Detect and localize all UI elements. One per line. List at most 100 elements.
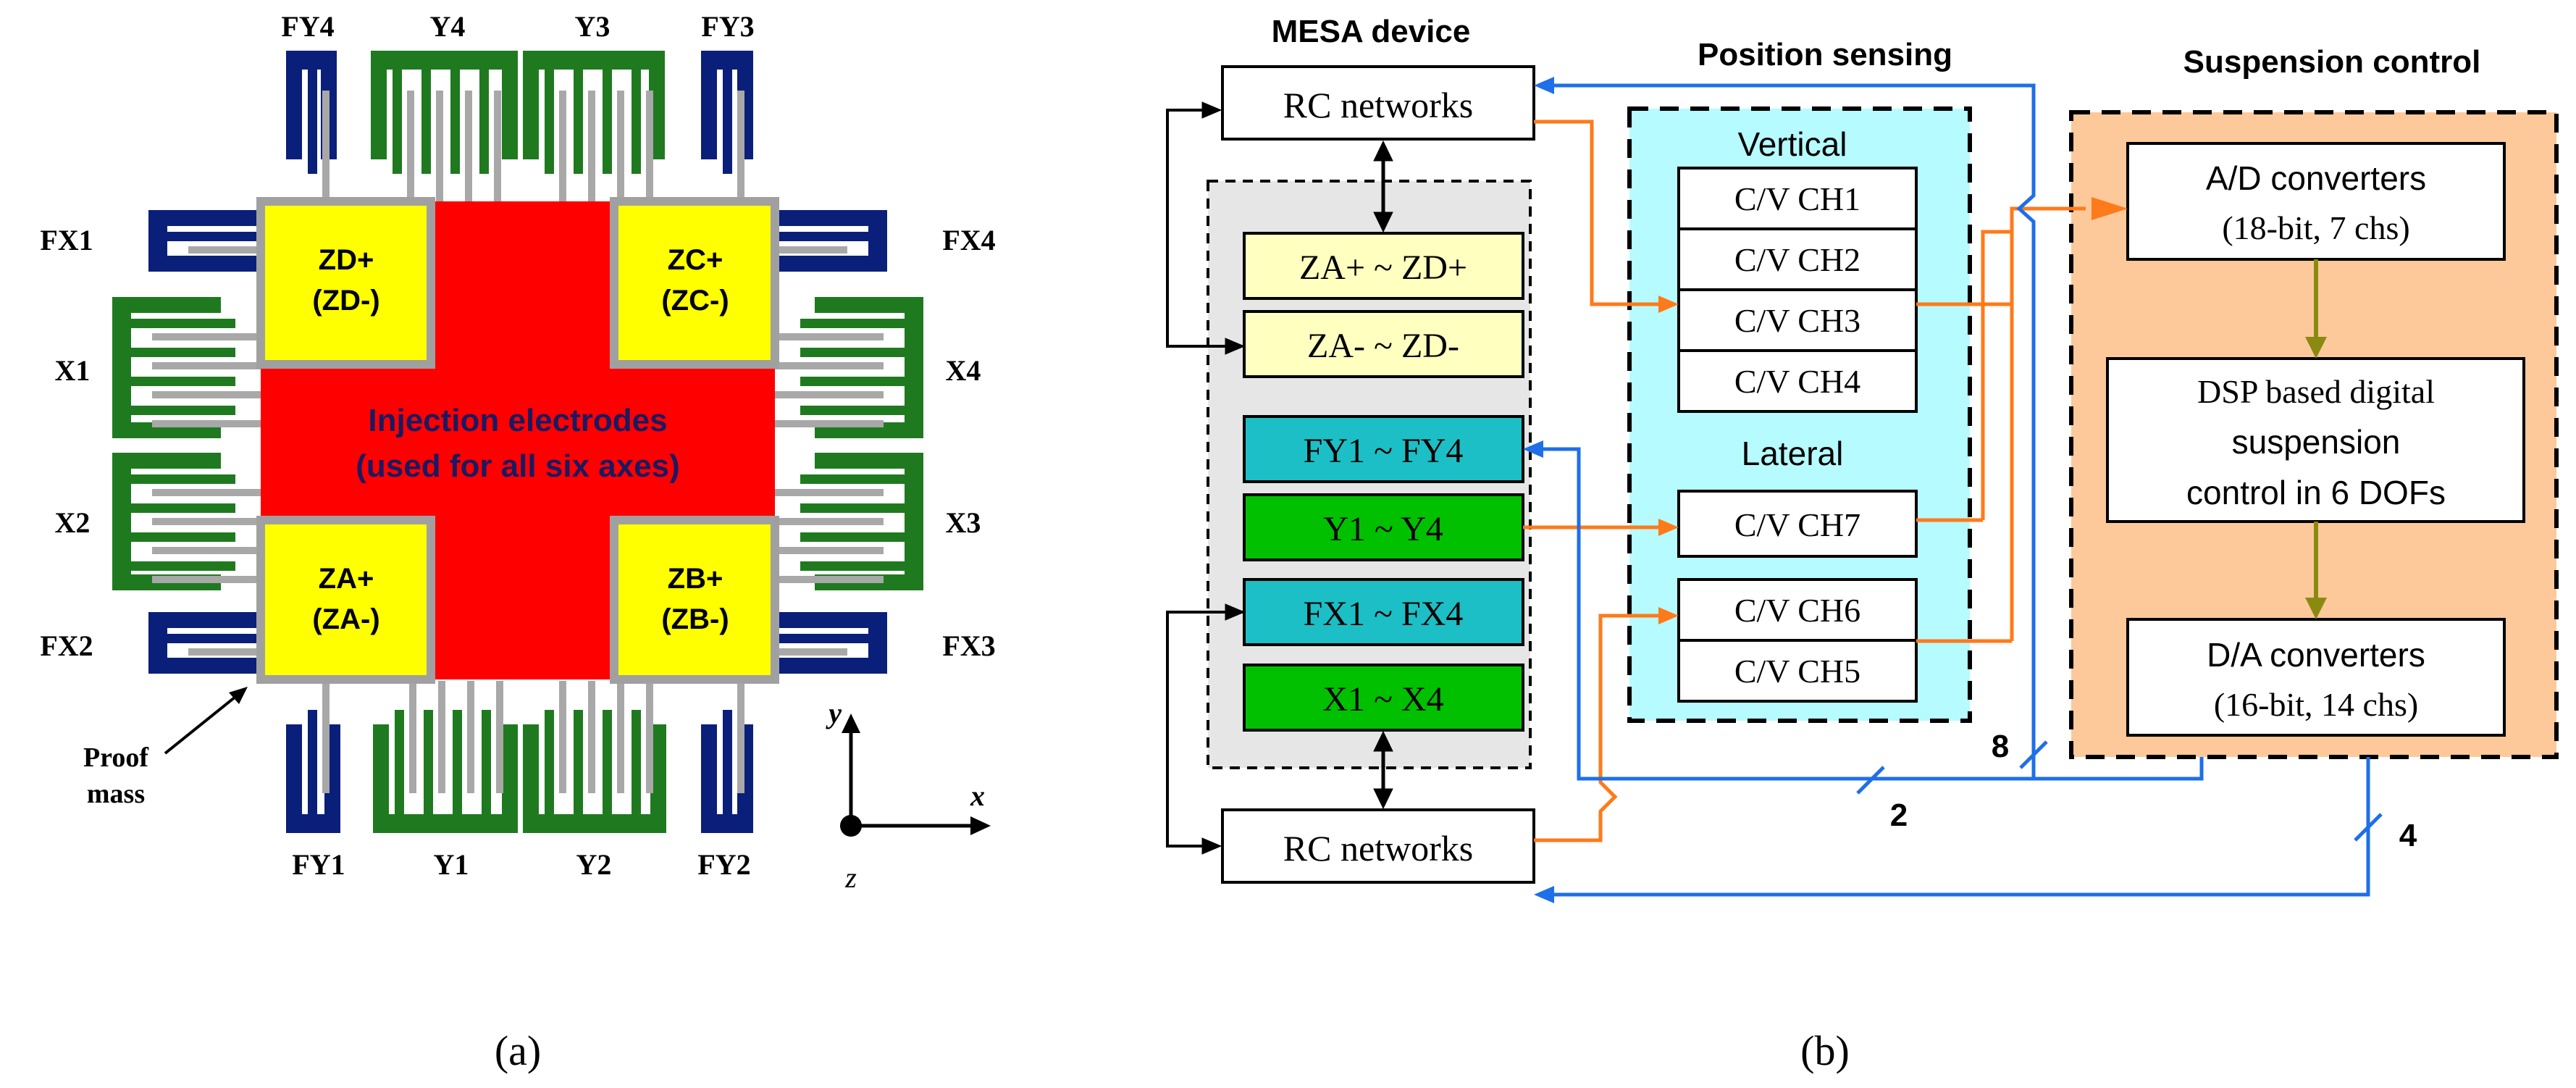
y3-comb-finger	[632, 65, 641, 174]
fx4-comb-side-b	[779, 256, 887, 272]
dsp-box	[2106, 357, 2525, 523]
y4-comb-mass-finger	[436, 91, 443, 221]
rc-networks-bottom-label: RC networks	[1283, 828, 1474, 869]
electrode-box-fx	[1243, 578, 1524, 646]
fx3-comb-side-t	[779, 612, 887, 628]
y4-comb-side-r	[502, 51, 518, 159]
x-axis-label: x	[970, 779, 985, 812]
label-fy2: FY2	[697, 848, 750, 881]
caption-b: (b)	[1800, 1027, 1850, 1074]
x4-comb-mass-finger	[775, 420, 884, 427]
rc-networks-top-label: RC networks	[1283, 85, 1474, 125]
y1-comb-mass-finger	[467, 681, 474, 793]
x2-comb-mass-finger	[152, 547, 261, 554]
y1-comb-side-r	[502, 724, 518, 833]
x1-comb-finger	[127, 319, 235, 328]
electrode-box-x	[1243, 664, 1524, 732]
y2-comb-side-r	[650, 724, 666, 833]
cv-ch6-label: C/V CH6	[1734, 592, 1860, 629]
y3-comb-bar	[523, 51, 665, 70]
label-y3: Y3	[575, 10, 611, 43]
fy3-comb-finger	[723, 65, 732, 174]
adc-label-2: (18-bit, 7 chs)	[2222, 209, 2409, 246]
y2-comb-bar	[523, 814, 666, 833]
x4-comb-finger	[800, 377, 909, 386]
y1-comb-side-l	[373, 724, 389, 833]
x3-comb-finger	[800, 474, 909, 484]
label-fx4: FX4	[942, 224, 995, 256]
label-fx1: FX1	[40, 224, 93, 256]
electrode-label-za-minus: ZA- ~ ZD-	[1307, 327, 1459, 365]
y2-comb-mass-finger	[559, 681, 566, 793]
x2-comb-finger	[127, 561, 235, 571]
x1-comb-finger	[127, 377, 235, 386]
x2-comb-finger	[127, 532, 235, 542]
x1-comb-mass-finger	[152, 362, 261, 369]
suspension-control-title: Suspension control	[2183, 44, 2481, 80]
fy3-comb-side-l	[701, 51, 717, 159]
fx2-comb-finger	[163, 634, 272, 643]
label-x2: X2	[55, 506, 91, 539]
x4-comb-mass-finger	[775, 333, 884, 340]
vertical-channel-boxes: C/V CH1 C/V CH2 C/V CH3 C/V CH4	[1677, 167, 1918, 413]
x3-comb-finger	[800, 503, 909, 513]
cv-ch1-box	[1677, 167, 1918, 230]
dsp-label-3: control in 6 DOFs	[2186, 474, 2446, 511]
pad-zc-label-1: ZC+	[668, 244, 723, 276]
y2-comb-finger	[574, 710, 583, 819]
blue-arrowheads	[1523, 77, 1554, 903]
y3-comb-finger	[603, 65, 612, 174]
fy3-comb-mass-finger	[737, 91, 744, 221]
proof-mass-arrowhead	[229, 687, 248, 704]
pad-zc: ZC+ (ZC-)	[610, 197, 779, 369]
cv-ch4-box	[1677, 349, 1918, 413]
fx3-comb-finger	[764, 634, 873, 643]
rc-networks-top	[1221, 65, 1535, 141]
y2-comb-finger	[632, 710, 641, 819]
fy2-comb-side-l	[701, 724, 717, 833]
x3-comb-mass-finger	[775, 489, 884, 496]
fx4-comb-mass-finger	[775, 246, 847, 254]
pad-zd-label-2: (ZD-)	[312, 285, 379, 317]
y4-comb-finger	[393, 65, 402, 174]
cv-ch1-label: C/V CH1	[1734, 180, 1860, 217]
fx2-comb-mass-finger	[188, 648, 261, 656]
label-x3: X3	[946, 506, 981, 539]
mesa-black-connectors	[1166, 101, 1393, 855]
electrode-label-fy: FY1 ~ FY4	[1304, 432, 1464, 470]
cv-ch5-label: C/V CH5	[1734, 653, 1860, 690]
x3-comb-mass-finger	[775, 518, 884, 525]
fx1-comb-side-b	[148, 256, 257, 272]
x3-comb-mass-finger	[775, 547, 884, 554]
x1-comb-finger	[127, 348, 235, 357]
caption-a: (a)	[495, 1027, 541, 1074]
bus-label-8: 8	[1992, 729, 2009, 764]
fy1-comb-finger	[308, 710, 317, 819]
label-fx2: FX2	[40, 629, 93, 662]
y4-comb-finger	[479, 65, 489, 174]
x4-comb-mass-finger	[775, 362, 884, 369]
pad-zb-label-2: (ZB-)	[661, 603, 729, 635]
y3-comb-side-l	[523, 51, 539, 159]
electrode-boxes: ZA+ ~ ZD+ ZA- ~ ZD- FY1 ~ FY4 Y1 ~ Y4 FX…	[1243, 232, 1524, 732]
cv-ch2-label: C/V CH2	[1734, 241, 1860, 278]
y2-comb-mass-finger	[617, 681, 624, 793]
fx1-comb-finger	[163, 232, 272, 241]
fx2-comb-side-t	[148, 612, 257, 628]
y1-comb-finger	[482, 710, 491, 819]
pad-za: ZA+ (ZA-)	[256, 516, 435, 684]
y3-comb-finger	[574, 65, 583, 174]
pad-zd: ZD+ (ZD-)	[256, 197, 435, 369]
dac-label-2: (16-bit, 14 chs)	[2214, 686, 2418, 723]
fy1-comb-side-l	[286, 724, 302, 833]
bus-label-2: 2	[1890, 798, 1908, 833]
dsp-to-dac-arrowhead	[2305, 598, 2327, 619]
dac-label-1: D/A converters	[2207, 636, 2425, 674]
x1-comb-bar	[112, 297, 131, 438]
label-fx3: FX3	[942, 629, 995, 662]
x2-comb-finger	[127, 474, 235, 484]
fy4-comb-finger	[308, 65, 317, 174]
x2-comb-side-t	[112, 453, 221, 469]
proof-mass-annotation: Proof mass	[83, 687, 248, 809]
